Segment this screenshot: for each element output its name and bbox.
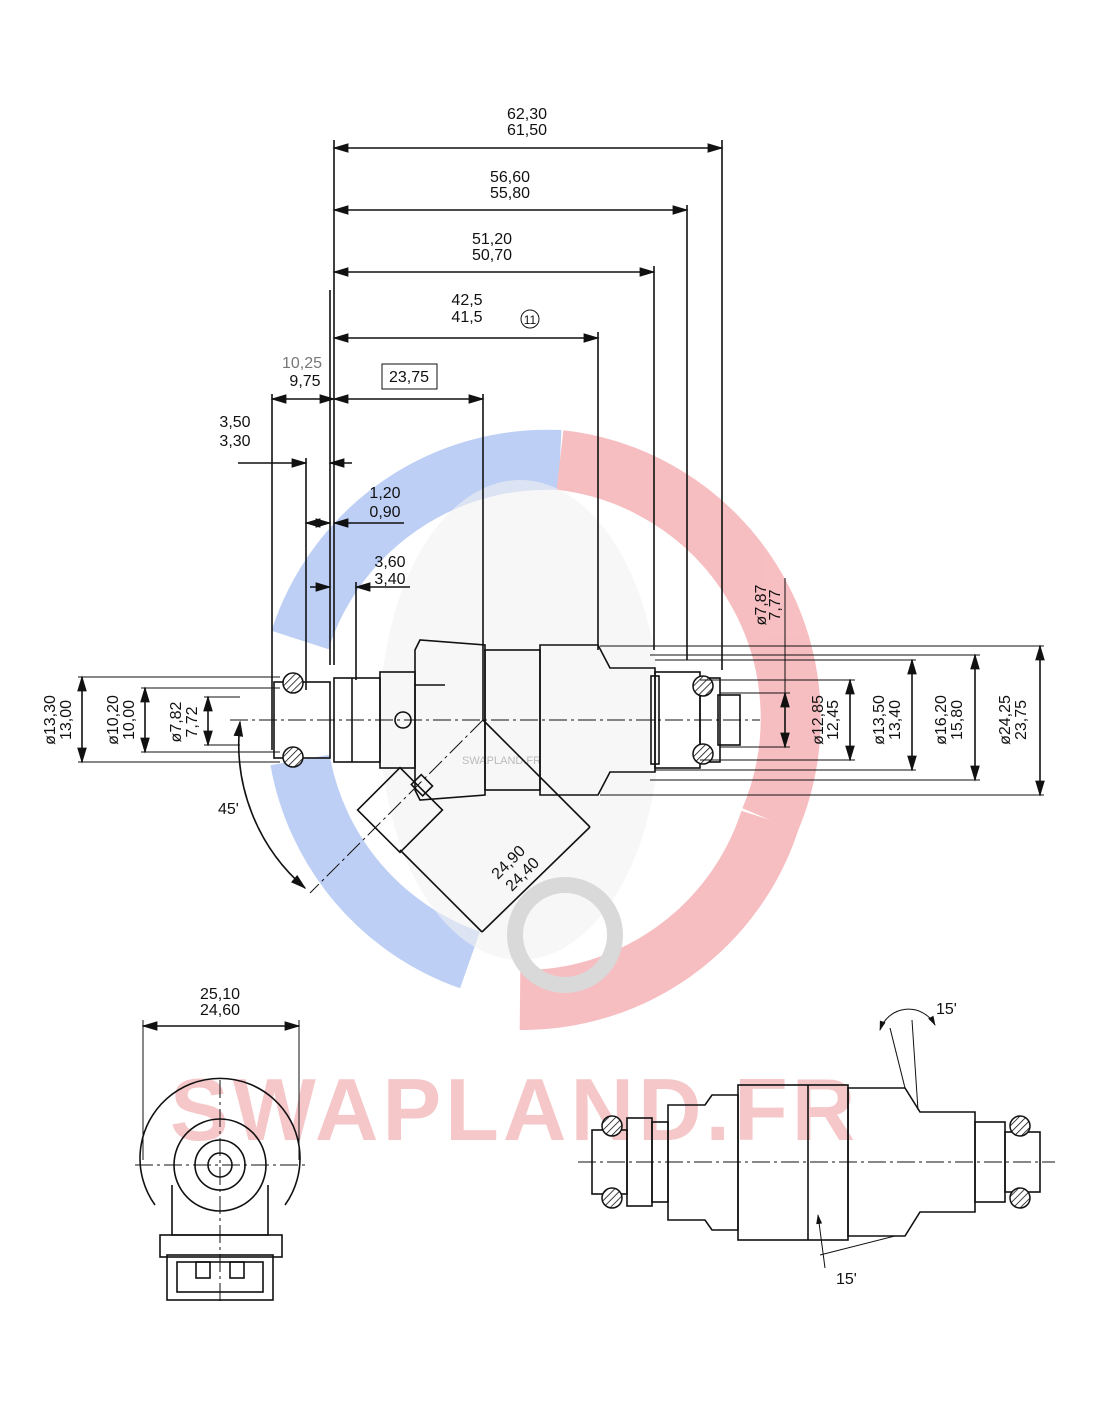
dia-10-2-max: ø10,20 — [105, 695, 122, 745]
dia-12-85-max: ø12,85 — [810, 695, 827, 745]
connector — [356, 766, 444, 854]
dia-13-5-min: 13,40 — [887, 700, 904, 740]
dia-12-85-min: 12,45 — [825, 700, 842, 740]
o-ring — [1009, 1187, 1031, 1209]
dim-51-min: 50,70 — [472, 247, 512, 264]
dia-7-82-min: 7,72 — [184, 706, 201, 737]
dim-25-max: 25,10 — [200, 986, 240, 1003]
dim-62-max: 62,30 — [507, 106, 547, 123]
watermark-logo — [270, 429, 821, 1031]
note-number: 11 — [524, 313, 537, 327]
angle-15-top: 15' — [936, 1001, 957, 1018]
dim-1-2-max: 1,20 — [369, 485, 400, 502]
dim-42-max: 42,5 — [451, 292, 482, 309]
o-ring — [601, 1115, 623, 1137]
dia-7-82-max: ø7,82 — [168, 701, 185, 742]
dim-3-5-max: 3,50 — [219, 414, 250, 431]
o-ring — [1009, 1115, 1031, 1137]
right-diameter-dimensions — [600, 578, 1045, 797]
dim-10-max: 10,25 — [282, 355, 322, 372]
o-ring — [282, 746, 304, 768]
injector-side-view-lower — [578, 1008, 1055, 1269]
dia-16-2-max: ø16,20 — [933, 695, 950, 745]
length-dimensions — [238, 140, 724, 750]
injector-end-view — [135, 1020, 305, 1305]
left-diameter-dimensions — [77, 675, 280, 764]
dim-56-max: 56,60 — [490, 169, 530, 186]
dim-42-min: 41,5 — [451, 309, 482, 326]
dim-56-min: 55,80 — [490, 185, 530, 202]
o-ring — [692, 743, 714, 765]
dia-13-3-min: 13,00 — [58, 700, 75, 740]
dia-16-2-min: 15,80 — [949, 700, 966, 740]
dia-13-5-max: ø13,50 — [871, 695, 888, 745]
angle-15-bottom: 15' — [836, 1271, 857, 1288]
dim-25-min: 24,60 — [200, 1002, 240, 1019]
dia-13-3-max: ø13,30 — [42, 695, 59, 745]
basic-dim-box — [381, 363, 438, 390]
dia-7-87-max: ø7,87 — [753, 584, 770, 625]
dim-3-6-min: 3,40 — [374, 571, 405, 588]
dia-24-25-max: ø24,25 — [997, 695, 1014, 745]
dim-basic: 23,75 — [389, 369, 429, 386]
dim-3-5-min: 3,30 — [219, 433, 250, 450]
o-ring — [282, 672, 304, 694]
dia-24-25-min: 23,75 — [1013, 700, 1030, 740]
dia-10-2-min: 10,00 — [121, 700, 138, 740]
dia-7-87-min: 7,77 — [767, 589, 784, 620]
dim-62-min: 61,50 — [507, 122, 547, 139]
o-ring — [601, 1187, 623, 1209]
note-balloon — [520, 309, 540, 329]
dim-3-6-max: 3,60 — [374, 554, 405, 571]
injector-side-view — [230, 639, 760, 933]
o-ring — [692, 675, 714, 697]
dim-1-2-min: 0,90 — [369, 504, 400, 521]
dim-10-min: 9,75 — [289, 373, 320, 390]
angle-45-label: 45' — [218, 801, 239, 818]
watermark-text: SWAPLAND.FR — [170, 1060, 859, 1159]
dim-51-max: 51,20 — [472, 231, 512, 248]
